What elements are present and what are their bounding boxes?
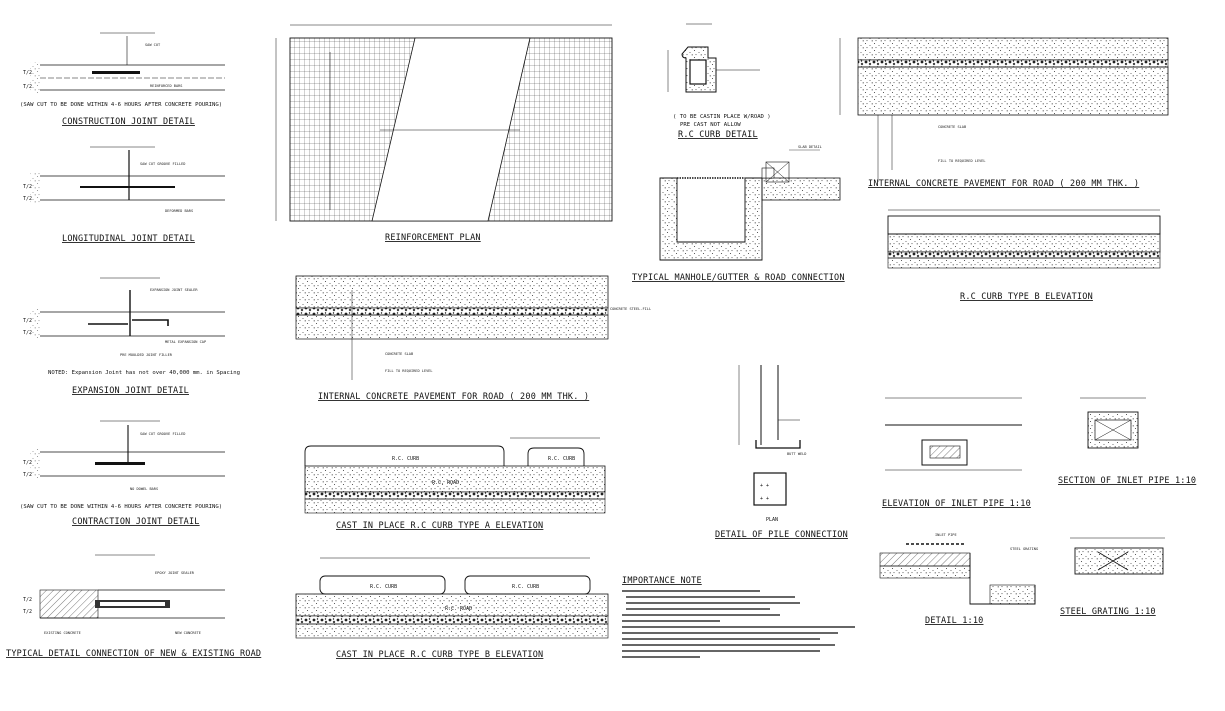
elevation-inlet-pipe-title: ELEVATION OF INLET PIPE 1:10 bbox=[882, 499, 1031, 509]
curb-type-a-title: CAST IN PLACE R.C CURB TYPE A ELEVATION bbox=[336, 521, 543, 531]
pile-connection-title: DETAIL OF PILE CONNECTION bbox=[715, 530, 848, 540]
rc-curb-label: R.C. CURB bbox=[548, 456, 575, 462]
t2-label: T/2 bbox=[23, 330, 32, 336]
section-inlet-pipe-title: SECTION OF INLET PIPE 1:10 bbox=[1058, 476, 1196, 486]
svg-text:SAW CUT GROOVE FILLED: SAW CUT GROOVE FILLED bbox=[140, 432, 185, 436]
t2-label: T/2 bbox=[23, 318, 32, 324]
steel-grating-title: STEEL GRATING 1:10 bbox=[1060, 607, 1156, 617]
internal-pavement-right-title: INTERNAL CONCRETE PAVEMENT FOR ROAD ( 20… bbox=[868, 179, 1139, 189]
svg-text:NEW CONCRETE: NEW CONCRETE bbox=[175, 631, 201, 635]
expansion-joint-title: EXPANSION JOINT DETAIL bbox=[72, 386, 189, 396]
typical-connection-detail: T/2 T/2 EPOXY JOINT SEALER EXISTING CONC… bbox=[6, 554, 261, 659]
t2-label: T/2 bbox=[23, 70, 32, 76]
svg-text:METAL EXPANSION CAP: METAL EXPANSION CAP bbox=[165, 340, 206, 344]
svg-text:DEFORMED BARS: DEFORMED BARS bbox=[165, 209, 193, 213]
longitudinal-joint-title: LONGITUDINAL JOINT DETAIL bbox=[62, 234, 195, 244]
rc-curb-detail: ( TO BE CASTIN PLACE W/ROAD ) PRE CAST N… bbox=[667, 23, 771, 140]
inlet-pipe-section: SECTION OF INLET PIPE 1:10 bbox=[1058, 397, 1196, 486]
internal-pavement-center: CONCRETE STEEL-FILL CONCRETE SLAB FILL T… bbox=[295, 275, 651, 402]
precast-note: PRE CAST NOT ALLOW bbox=[680, 122, 741, 128]
svg-text:REINFORCED BARS: REINFORCED BARS bbox=[150, 84, 182, 88]
t2-label: T/2 bbox=[23, 84, 32, 90]
plan-label: PLAN bbox=[766, 517, 778, 523]
manhole-gutter-connection: SLAB DETAIL TYPICAL MANHOLE/GUTTER & ROA… bbox=[632, 145, 845, 283]
detail-1-10: INLET PIPE STEEL GRATING DETAIL 1:10 bbox=[879, 533, 1038, 626]
importance-note: IMPORTANCE NOTE bbox=[622, 576, 855, 658]
saw-cut-note: (SAW CUT TO BE DONE WITHIN 4-6 HOURS AFT… bbox=[20, 102, 222, 108]
rc-road-label: R.C. ROAD bbox=[432, 480, 459, 486]
rc-curb-label: R.C. CURB bbox=[392, 456, 419, 462]
rc-road-label: R.C. ROAD bbox=[445, 606, 472, 612]
rc-curb-type-b: R.C CURB TYPE B ELEVATION bbox=[887, 209, 1161, 302]
svg-text:FILL TO REQUIRED LEVEL: FILL TO REQUIRED LEVEL bbox=[938, 159, 986, 163]
rc-curb-detail-title: R.C CURB DETAIL bbox=[678, 130, 758, 140]
construction-joint-detail: T/2 T/2 SAW CUT REINFORCED BARS (SAW CUT… bbox=[20, 32, 225, 127]
curb-type-a: R.C. CURB R.C. CURB R.C. ROAD CAST IN PL… bbox=[304, 437, 606, 531]
t2-label: T/2 bbox=[23, 609, 32, 615]
svg-text:CONCRETE SLAB: CONCRETE SLAB bbox=[385, 352, 413, 356]
contraction-joint-detail: T/2 T/2 SAW CUT GROOVE FILLED NO DOWEL B… bbox=[20, 420, 225, 527]
svg-text:FILL TO REQUIRED LEVEL: FILL TO REQUIRED LEVEL bbox=[385, 369, 433, 373]
svg-text:SLAB DETAIL: SLAB DETAIL bbox=[798, 145, 822, 149]
detail-title: DETAIL 1:10 bbox=[925, 616, 984, 626]
svg-text:SAW CUT GROOVE FILLED: SAW CUT GROOVE FILLED bbox=[140, 162, 185, 166]
construction-joint-title: CONSTRUCTION JOINT DETAIL bbox=[62, 117, 195, 127]
svg-text:PRE MOULDED JOINT FILLER: PRE MOULDED JOINT FILLER bbox=[120, 353, 173, 357]
saw-cut-note: (SAW CUT TO BE DONE WITHIN 4-6 HOURS AFT… bbox=[20, 504, 222, 510]
inlet-pipe-elevation: ELEVATION OF INLET PIPE 1:10 bbox=[882, 397, 1031, 509]
pile-connection: + + + + BUTT WELD PLAN DETAIL OF PILE CO… bbox=[715, 365, 848, 540]
manhole-gutter-title: TYPICAL MANHOLE/GUTTER & ROAD CONNECTION bbox=[632, 273, 845, 283]
note-text-lines bbox=[622, 590, 855, 658]
rc-curb-label: R.C. CURB bbox=[512, 584, 539, 590]
longitudinal-joint-detail: T/2 T/2 SAW CUT GROOVE FILLED DEFORMED B… bbox=[23, 146, 225, 244]
rc-curb-label: R.C. CURB bbox=[370, 584, 397, 590]
curb-type-b-center: R.C. CURB R.C. CURB R.C. ROAD CAST IN PL… bbox=[295, 557, 609, 660]
svg-text:EPOXY JOINT SEALER: EPOXY JOINT SEALER bbox=[155, 571, 195, 575]
svg-text:BUTT WELD: BUTT WELD bbox=[787, 452, 806, 456]
svg-text:EXISTING CONCRETE: EXISTING CONCRETE bbox=[44, 631, 81, 635]
t2-label: T/2 bbox=[23, 597, 32, 603]
steel-grating: STEEL GRATING 1:10 bbox=[1060, 537, 1165, 617]
svg-text:+ +: + + bbox=[760, 483, 769, 489]
svg-text:CONCRETE SLAB: CONCRETE SLAB bbox=[938, 125, 966, 129]
contraction-joint-title: CONTRACTION JOINT DETAIL bbox=[72, 517, 200, 527]
internal-pavement-title: INTERNAL CONCRETE PAVEMENT FOR ROAD ( 20… bbox=[318, 392, 589, 402]
t2-label: T/2 bbox=[23, 196, 32, 202]
t2-label: T/2 bbox=[23, 184, 32, 190]
svg-text:INLET PIPE: INLET PIPE bbox=[935, 533, 957, 537]
svg-text:CONCRETE STEEL-FILL: CONCRETE STEEL-FILL bbox=[610, 307, 651, 311]
t2-label: T/2 bbox=[23, 460, 32, 466]
expansion-note: NOTED: Expansion Joint has not over 40,0… bbox=[48, 370, 240, 376]
expansion-joint-detail: T/2 T/2 EXPANSION JOINT SEALER METAL EXP… bbox=[23, 277, 240, 396]
svg-text:STEEL GRATING: STEEL GRATING bbox=[1010, 547, 1038, 551]
t2-label: T/2 bbox=[23, 472, 32, 478]
curb-type-b-title: CAST IN PLACE R.C CURB TYPE B ELEVATION bbox=[336, 650, 543, 660]
reinforcement-plan: REINFORCEMENT PLAN bbox=[275, 24, 613, 243]
svg-text:SAW CUT: SAW CUT bbox=[145, 43, 161, 47]
svg-text:NO DOWEL BARS: NO DOWEL BARS bbox=[130, 487, 158, 491]
typical-connection-title: TYPICAL DETAIL CONNECTION OF NEW & EXIST… bbox=[6, 649, 261, 659]
internal-pavement-right: CONCRETE SLAB FILL TO REQUIRED LEVEL INT… bbox=[839, 37, 1169, 189]
reinforcement-plan-title: REINFORCEMENT PLAN bbox=[385, 233, 481, 243]
svg-text:EXPANSION JOINT SEALER: EXPANSION JOINT SEALER bbox=[150, 288, 198, 292]
rc-curb-type-b-title: R.C CURB TYPE B ELEVATION bbox=[960, 292, 1093, 302]
svg-text:+ +: + + bbox=[760, 496, 769, 502]
importance-note-title: IMPORTANCE NOTE bbox=[622, 576, 702, 586]
curb-cast-note: ( TO BE CASTIN PLACE W/ROAD ) bbox=[673, 114, 771, 120]
